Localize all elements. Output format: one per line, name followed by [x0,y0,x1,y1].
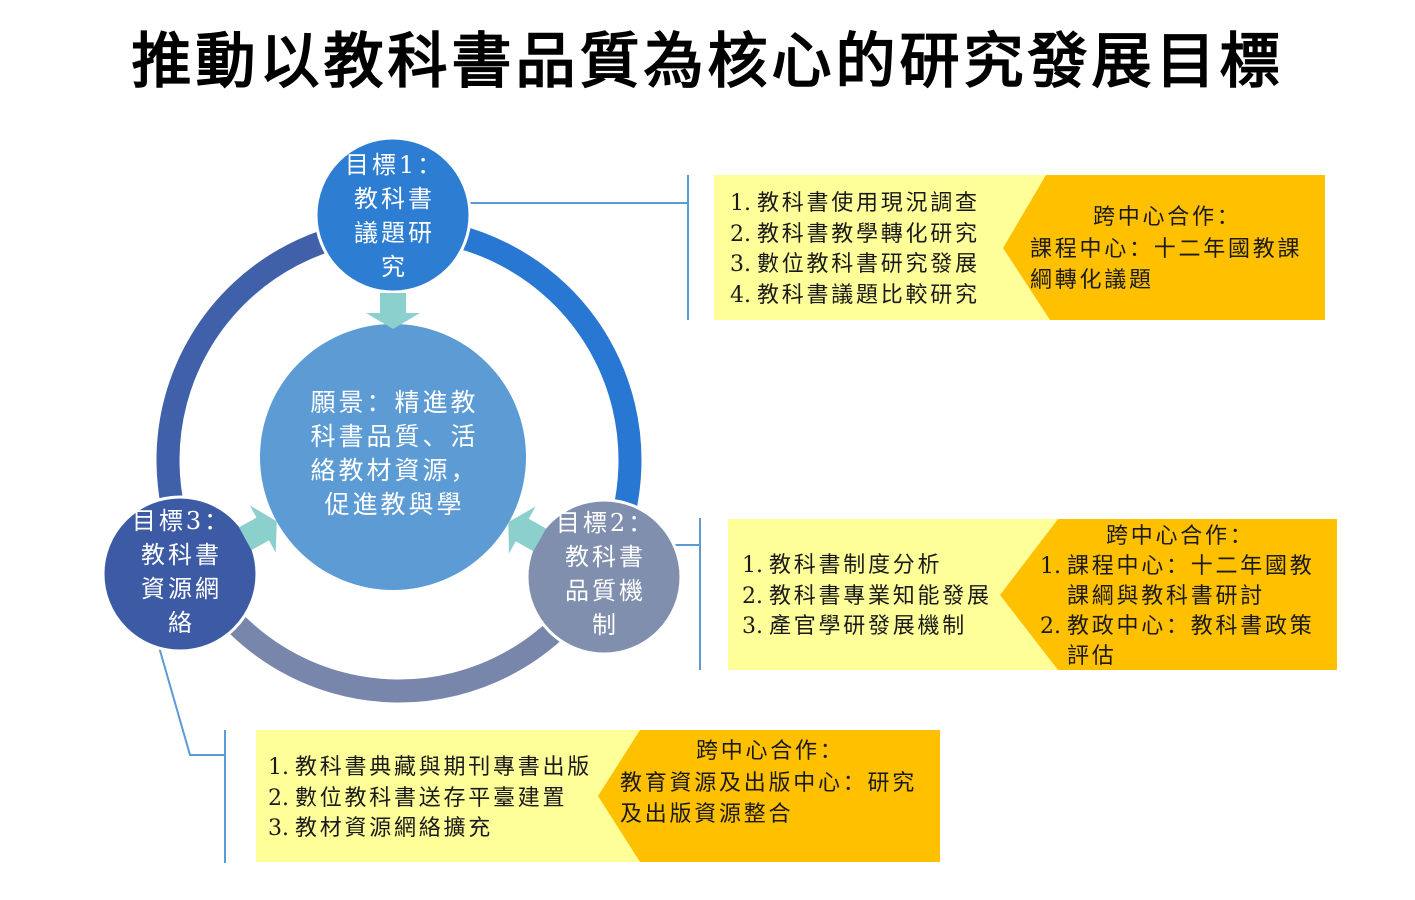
item-text: 教科書典藏與期刊專書出版 [295,755,593,780]
coop-line: 課綱與教科書研討 [1067,584,1266,609]
item-number: 2. [742,583,763,609]
coop-line: 綱轉化議題 [1030,268,1154,293]
item-text: 教科書議題比較研究 [757,282,980,308]
goal1-name-line: 議題研 [354,219,435,247]
entry-lines: 課程中心：十二年國教 課綱與教科書研討 [1067,552,1315,612]
vision-line: 促進教與學 [324,490,465,519]
goal2-name-line: 品質機 [565,577,646,605]
coop-line: 課程中心：十二年國教課 [1030,237,1303,262]
item-text: 教科書使用現況調查 [757,191,980,216]
item-text: 教科書專業知能發展 [769,583,992,609]
item-number: 1. [742,553,763,578]
goal2-item-list: 1. 教科書制度分析 2. 教科書專業知能發展 3. 產官學研發展機制 [742,551,992,643]
goal3-name-line: 教科書 [141,541,222,569]
goal2-coop-box [1000,519,1337,670]
goal1-label: 目標1： [344,151,445,179]
goal2-circle [525,498,683,656]
coop-line: 課程中心：十二年國教 [1067,554,1315,579]
goal3-circle [101,495,259,653]
goal3-coop-box [598,730,940,862]
coop-line: 及出版資源整合 [620,802,794,827]
entry-number: 1. [1040,554,1061,579]
goal2-coop-text: 1. 課程中心：十二年國教 課綱與教科書研討 2. 教政中心：教科書政策 評估 [1040,552,1315,672]
vision-line: 科書品質、活 [310,422,479,451]
goal3-item: 2. 數位教科書送存平臺建置 [268,784,592,815]
goal3-panel [256,730,940,862]
item-number: 2. [268,785,289,811]
goal3-label: 目標3： [131,507,232,535]
goal1-item: 3. 數位教科書研究發展 [730,250,980,281]
item-text: 教科書制度分析 [769,553,943,578]
goal1-coop-text: 課程中心：十二年國教課 綱轉化議題 [1030,234,1302,296]
goal3-name-line: 絡 [168,609,195,637]
goal2-arrow-icon [508,506,547,554]
goal3-connector [156,639,225,756]
goal1-coop-heading: 跨中心合作： [1093,205,1242,230]
goal3-coop-text: 教育資源及出版中心：研究 及出版資源整合 [620,768,917,830]
goal1-item-list: 1. 教科書使用現況調查 2. 教科書教學轉化研究 3. 數位教科書研究發展 4… [730,189,980,311]
goal1-panel [714,175,1325,320]
goal1-item: 4. 教科書議題比較研究 [730,281,980,312]
goal1-circle-text: 目標1： 教科書 議題研 究 [308,148,478,284]
goal1-name-line: 教科書 [354,185,435,213]
goal2-item: 2. 教科書專業知能發展 [742,582,992,613]
vision-circle [260,324,526,590]
goal2-circle-text: 目標2： 教科書 品質機 制 [519,506,689,642]
item-number: 2. [730,221,751,247]
item-number: 3. [742,614,763,639]
vision-line: 願景：精進教 [310,388,479,417]
goal1-item: 2. 教科書教學轉化研究 [730,220,980,251]
item-number: 1. [730,191,751,216]
goal2-panel [728,519,1337,670]
vision-text: 願景：精進教 科書品質、活 絡教材資源， 促進教與學 [288,386,498,522]
goal1-circle [314,136,472,294]
goal3-arrow-icon [238,505,277,553]
item-text: 數位教科書研究發展 [757,252,980,277]
entry-lines: 教政中心：教科書政策 評估 [1067,612,1315,672]
goal2-name-line: 制 [592,611,619,639]
goal2-coop-entry: 2. 教政中心：教科書政策 評估 [1040,612,1315,672]
inward-arrows [238,293,547,554]
item-text: 數位教科書送存平臺建置 [295,785,568,811]
goal3-coop-heading: 跨中心合作： [696,739,845,764]
goal3-item-list: 1. 教科書典藏與期刊專書出版 2. 數位教科書送存平臺建置 3. 教材資源網絡… [268,753,592,845]
item-number: 1. [268,755,289,780]
coop-line: 教政中心：教科書政策 [1067,614,1315,639]
entry-number: 2. [1040,614,1061,639]
goal1-item: 1. 教科書使用現況調查 [730,189,980,220]
page-title: 推動以教科書品質為核心的研究發展目標 [131,27,1284,97]
goal2-item: 3. 產官學研發展機制 [742,612,992,643]
goal2-item: 1. 教科書制度分析 [742,551,992,582]
coop-line: 評估 [1067,644,1117,669]
goal2-name-line: 教科書 [565,543,646,571]
coop-line: 教育資源及出版中心：研究 [620,771,918,796]
item-text: 教材資源網絡擴充 [295,816,494,841]
goal2-coop-heading: 跨中心合作： [1106,524,1255,549]
vision-line: 絡教材資源， [310,456,479,485]
goal3-circle-text: 目標3： 教科書 資源網 絡 [95,504,265,640]
item-text: 教科書教學轉化研究 [757,221,980,247]
goal2-coop-entry: 1. 課程中心：十二年國教 課綱與教科書研討 [1040,552,1315,612]
goal3-item: 3. 教材資源網絡擴充 [268,814,592,845]
item-number: 3. [268,816,289,841]
goal1-arrow-icon [366,293,420,329]
item-number: 4. [730,282,751,308]
goal3-name-line: 資源網 [141,575,222,603]
goal2-label: 目標2： [555,509,656,537]
goal3-item: 1. 教科書典藏與期刊專書出版 [268,753,592,784]
goal1-name-line: 究 [381,253,408,281]
item-text: 產官學研發展機制 [769,614,968,639]
goal1-coop-box [1003,175,1325,320]
item-number: 3. [730,252,751,277]
